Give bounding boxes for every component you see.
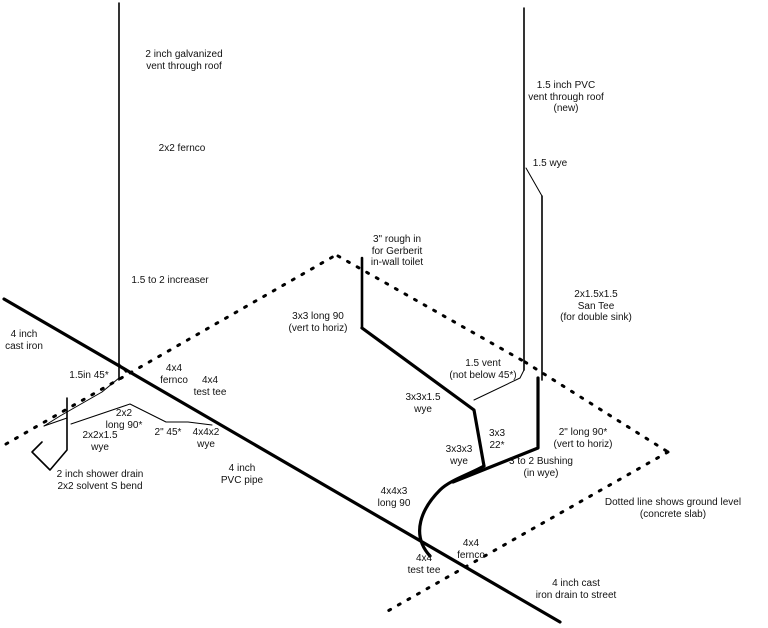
- ground-line-right-top: [336, 254, 527, 364]
- label-forty-five-2in: 2" 45*: [154, 427, 182, 438]
- shower-branch-pipe: [43, 377, 120, 427]
- shower-branch-pipe-2: [70, 403, 213, 426]
- shower-s-bend: [31, 397, 68, 471]
- label-bushing: 3 to 2 Bushing(in wye): [509, 456, 573, 479]
- shower-vent-stub: [43, 417, 68, 427]
- ground-line-left-top: [4, 253, 338, 446]
- label-forty-five-15: 1.5in 45*: [69, 370, 109, 381]
- label-increaser: 1.5 to 2 increaser: [131, 275, 209, 286]
- toilet-vent-branch: [473, 369, 525, 401]
- main-drain-pipe: [2, 297, 562, 624]
- label-wye-15: 1.5 wye: [532, 158, 568, 169]
- vent-45-bend: [118, 363, 127, 373]
- label-long90-3x3: 3x3 long 90(vert to horiz): [288, 311, 348, 334]
- toilet-horizontal: [360, 326, 486, 468]
- label-vent-15: 1.5 vent(not below 45*): [449, 358, 517, 381]
- ground-line-bottom: [384, 450, 670, 614]
- label-fernco-2x2: 2x2 fernco: [158, 143, 206, 154]
- pvc-wye-branch: [525, 167, 543, 197]
- label-long90-2in: 2" long 90*(vert to horiz): [553, 427, 613, 450]
- toilet-wye-join: [451, 376, 540, 484]
- label-ground-note: Dotted line shows ground level(concrete …: [604, 497, 742, 520]
- toilet-long-90: [418, 464, 486, 558]
